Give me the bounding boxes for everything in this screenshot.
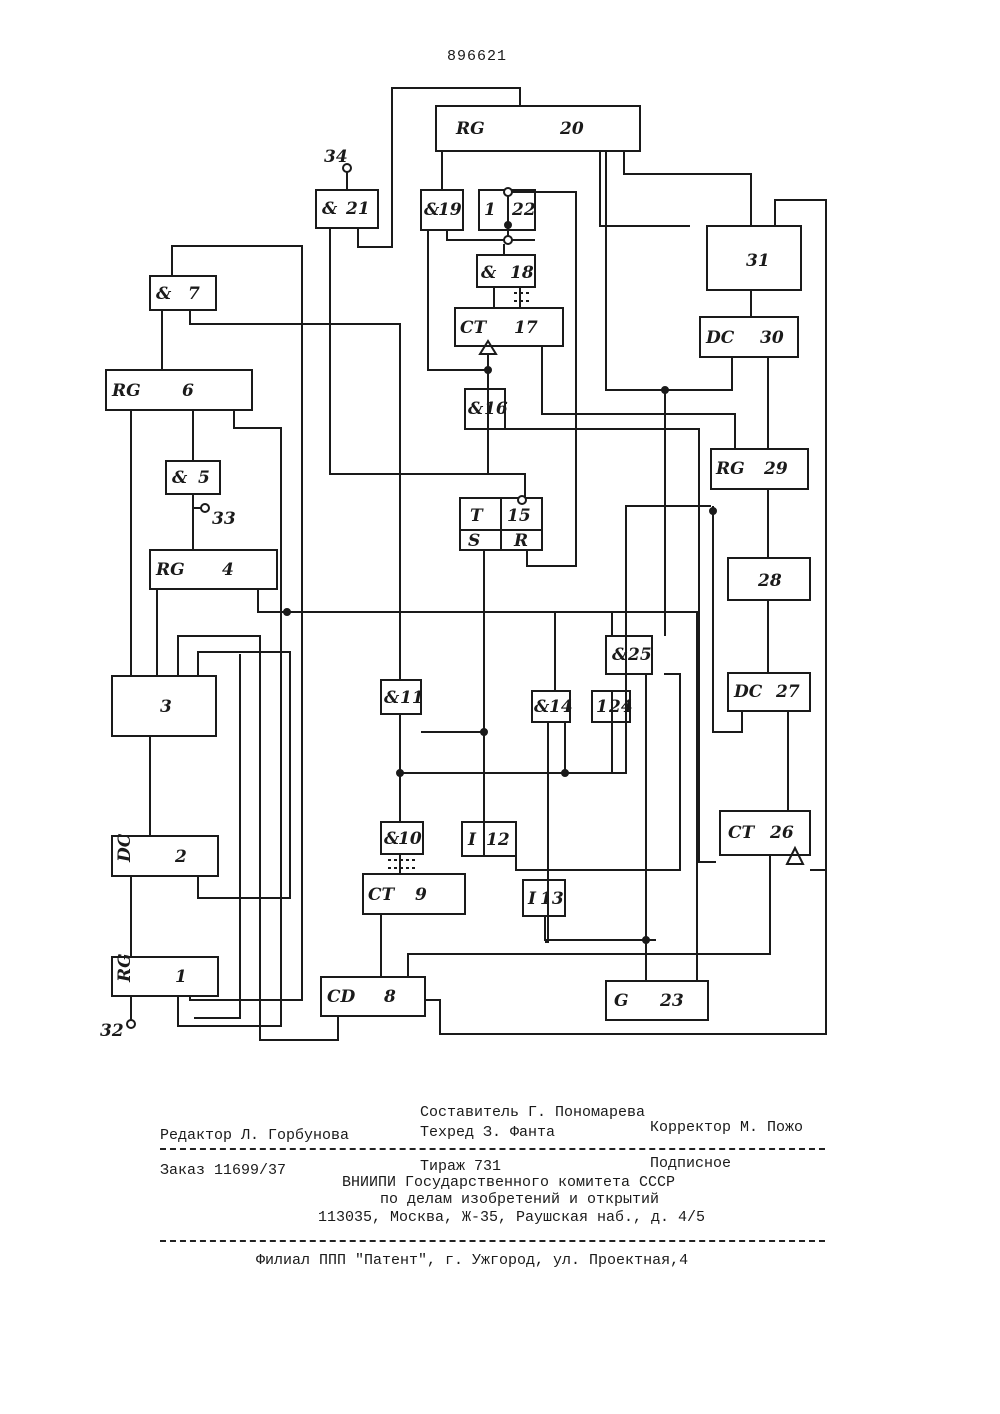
block-15-r: R [513,531,528,551]
block-2-label: DC [115,833,135,863]
block-21-num: 21 [345,199,370,219]
block-13-num: 13 [540,889,564,909]
block-4-num: 4 [222,560,234,580]
imprint-subscription: Подписное [650,1155,731,1172]
block-16-num: 16 [484,399,508,419]
block-6-label: RG [111,381,141,401]
imprint-rule-top [160,1148,825,1150]
imprint-editor: Редактор Л. Горбунова [160,1127,349,1144]
block-11-num: 11 [400,688,424,708]
block-26-label: CT [728,823,756,843]
imprint-org2: по делам изобретений и открытий [380,1191,659,1208]
block-15-num: 15 [507,506,531,526]
block-7-num: 7 [188,284,200,304]
imprint-compiler: Составитель Г. Пономарева [420,1104,645,1121]
block-23-label: G [614,991,629,1011]
terminal-34-label: 34 [324,147,348,167]
imprint-branch: Филиал ППП "Патент", г. Ужгород, ул. Про… [256,1252,688,1269]
block-14-num: 14 [549,697,573,717]
block-5-label: & [172,468,188,488]
block-2-num: 2 [174,847,187,867]
imprint-corrector: Корректор М. Пожо [650,1119,803,1136]
block-9-num: 9 [415,885,427,905]
block-20-label: RG [455,119,485,139]
block-24-label: 1 [596,697,608,717]
block-7-label: & [156,284,172,304]
block-diagram: RG 1 DC 2 3 RG 4 & 5 RG 6 & 7 CD 8 CT 9 … [0,0,1000,1070]
terminal-32-label: 32 [100,1021,124,1041]
imprint-address: 113035, Москва, Ж-35, Раушская наб., д. … [318,1209,705,1226]
block-27-num: 27 [775,682,800,702]
imprint-circulation: Тираж 731 [420,1158,501,1175]
block-4-label: RG [155,560,185,580]
block-24-num: 24 [608,697,633,717]
block-29-num: 29 [763,459,788,479]
block-22-num: 22 [511,200,536,220]
block-21-label: & [322,199,338,219]
block-15-label: T [470,506,484,526]
block-1-num: 1 [175,967,187,987]
block-16-label: & [468,399,484,419]
block-19-num: 19 [438,200,462,220]
block-8-num: 8 [383,987,396,1007]
block-30-label: DC [705,328,735,348]
block-28-num: 28 [757,571,782,591]
imprint-rule-bottom [160,1240,825,1242]
block-17-label: CT [460,318,488,338]
block-31-num: 31 [746,251,770,271]
block-30-num: 30 [760,328,784,348]
block-3-num: 3 [160,697,172,717]
block-10-num: 10 [398,829,422,849]
block-23-num: 23 [659,991,684,1011]
block-22-label: 1 [484,200,496,220]
block-6-num: 6 [182,381,194,401]
block-1-label: RG [115,953,135,983]
block-25-num: 25 [627,645,652,665]
block-18-num: 18 [510,263,534,283]
block-27-label: DC [733,682,763,702]
block-20-num: 20 [559,119,584,139]
block-9-label: CT [368,885,396,905]
block-12-num: 12 [486,830,510,850]
block-29-label: RG [715,459,745,479]
block-5-num: 5 [198,468,210,488]
block-11-label: & [384,688,400,708]
block-14-label: & [534,697,550,717]
block-25-label: & [612,645,628,665]
imprint-order: Заказ 11699/37 [160,1162,286,1179]
block-26-num: 26 [769,823,794,843]
terminal-33-label: 33 [212,509,236,529]
block-15-s: S [468,531,480,551]
block-18-label: & [481,263,497,283]
imprint-techred: Техред З. Фанта [420,1124,555,1141]
imprint-org1: ВНИИПИ Государственного комитета СССР [342,1174,675,1191]
block-17-num: 17 [514,318,538,338]
block-12-label: I [467,830,477,850]
block-13-label: I [527,889,537,909]
block-8-label: CD [327,987,356,1007]
